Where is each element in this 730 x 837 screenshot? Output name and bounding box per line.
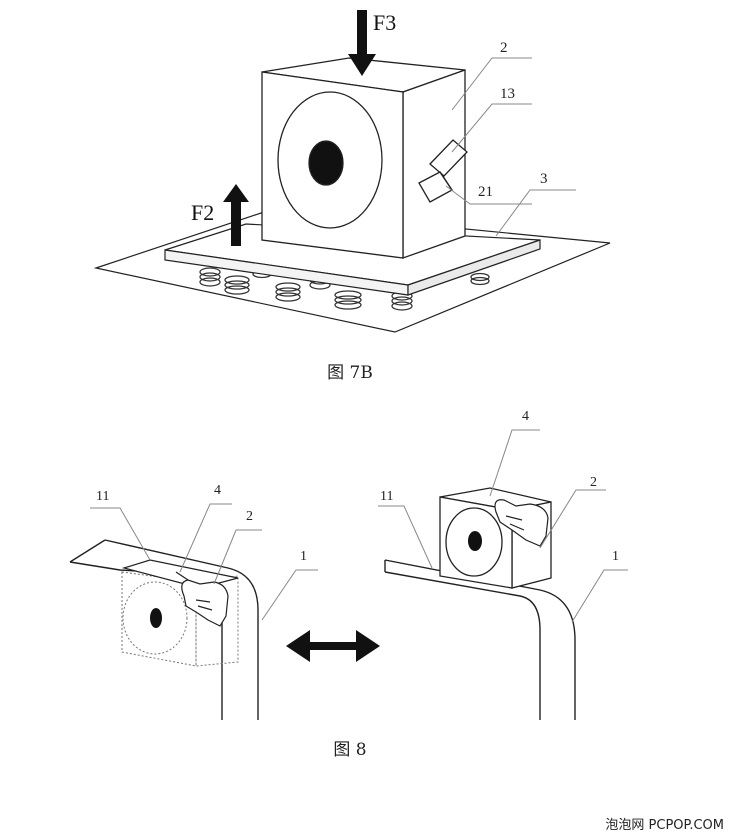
label-1-left: 1: [300, 549, 307, 564]
label-13: 13: [500, 86, 515, 102]
hidden-lens-center: [150, 608, 162, 628]
figure-7b: F3 F2 2 13 21 3 图 7B: [93, 10, 611, 383]
springs: [199, 267, 490, 311]
label-4-left: 4: [214, 483, 221, 498]
caption-7b: 图 7B: [327, 363, 373, 383]
label-21: 21: [478, 184, 493, 200]
device-body-right: [384, 559, 576, 720]
label-11-right: 11: [380, 489, 393, 504]
double-arrow: [286, 630, 380, 662]
label-f2: F2: [191, 200, 214, 225]
hand-left: [175, 571, 229, 627]
leader-lines-7b: [445, 57, 576, 237]
label-2-left: 2: [246, 509, 253, 524]
label-2-right: 2: [590, 475, 597, 490]
camera-cube: [261, 57, 468, 259]
label-1-right: 1: [612, 549, 619, 564]
arrow-f2: [223, 184, 249, 246]
lens-center: [308, 140, 344, 186]
label-4-right: 4: [522, 409, 529, 424]
label-2: 2: [500, 40, 508, 56]
top-window-left: [121, 559, 239, 589]
raised-lens-center: [468, 531, 482, 551]
label-f3: F3: [373, 10, 396, 35]
figure-8-left: 11 4 2 1: [69, 483, 318, 720]
leader-lines-8r: [378, 429, 628, 623]
leader-lines-8l: [90, 503, 318, 621]
caption-8: 图 8: [333, 740, 366, 760]
figure-8-right: 4 11 2 1: [378, 409, 628, 720]
arrow-f3: [348, 10, 376, 76]
label-11-left: 11: [96, 489, 109, 504]
watermark: 泡泡网 PCPOP.COM: [605, 818, 724, 833]
label-3: 3: [540, 171, 548, 187]
hand-right: [494, 499, 549, 547]
